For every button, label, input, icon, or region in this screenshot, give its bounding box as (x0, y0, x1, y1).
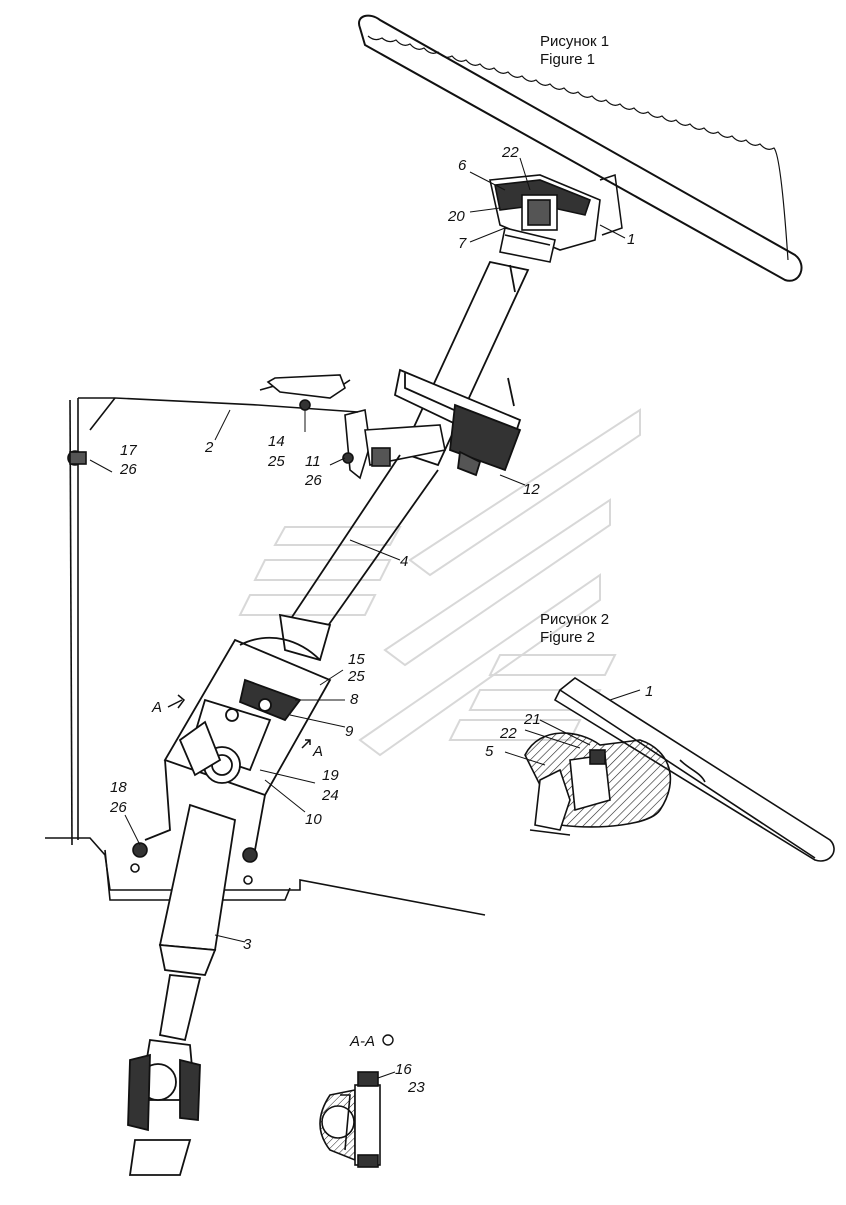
part-label-7: 7 (458, 235, 467, 252)
lower-cardan-shaft (127, 803, 237, 1176)
part-label-20: 20 (447, 208, 465, 225)
part-label-14: 14 (268, 433, 285, 450)
part-label-25: 25 (267, 453, 285, 470)
part-label-4: 4 (400, 553, 408, 570)
part-label-15: 15 (348, 651, 365, 668)
part-label-6: 6 (458, 157, 467, 174)
part-label-3: 3 (243, 936, 252, 953)
part-label-26a: 26 (119, 461, 137, 478)
part-label-9: 9 (345, 723, 354, 740)
section-a-a-title: A-A (349, 1033, 375, 1050)
intermediate-shaft (289, 454, 439, 631)
fig2-part-label-21: 21 (523, 711, 541, 728)
figure1-caption-en: Figure 1 (540, 51, 595, 68)
upper-steering-column (393, 260, 530, 477)
part-label-10: 10 (305, 811, 322, 828)
part-label-26b: 26 (304, 472, 322, 489)
section-mark-a1: A (151, 699, 162, 716)
part-label-23: 23 (407, 1079, 425, 1096)
part-label-24: 24 (321, 787, 339, 804)
fig2-part-label-22: 22 (499, 725, 517, 742)
section-marker-a-upper: A (151, 694, 186, 716)
part-label-26c: 26 (109, 799, 127, 816)
part-label-8: 8 (350, 691, 359, 708)
section-mark-a2: A (312, 743, 323, 760)
part-label-12: 12 (523, 481, 540, 498)
part-label-17: 17 (120, 442, 137, 459)
instrument-panel (67, 374, 359, 846)
fig2-part-label-1: 1 (645, 683, 653, 700)
section-a-a-detail (319, 1071, 381, 1168)
part-label-11: 11 (305, 453, 321, 470)
part-label-22: 22 (501, 144, 519, 161)
part-label-16: 16 (395, 1061, 412, 1078)
part-label-2: 2 (204, 439, 214, 456)
fig2-part-label-5: 5 (485, 743, 494, 760)
steering-wheel-hub (489, 174, 601, 263)
section-marker-a-lower: A (301, 739, 323, 760)
figure2-caption-ru: Рисунок 2 (540, 611, 609, 628)
part-label-1: 1 (627, 231, 635, 248)
leader-lines (89, 157, 641, 1079)
cardan-joint-housing (144, 613, 332, 856)
section-circle-icon (382, 1034, 394, 1046)
part-label-19: 19 (322, 767, 339, 784)
figure1-caption-ru: Рисунок 1 (540, 33, 609, 50)
figure2-caption-en: Figure 2 (540, 629, 595, 646)
mounting-bracket (342, 409, 446, 480)
cab-floor (45, 837, 486, 916)
part-label-18: 18 (110, 779, 127, 796)
figure-2-detail (524, 677, 835, 862)
part-label-25b: 25 (347, 668, 365, 685)
